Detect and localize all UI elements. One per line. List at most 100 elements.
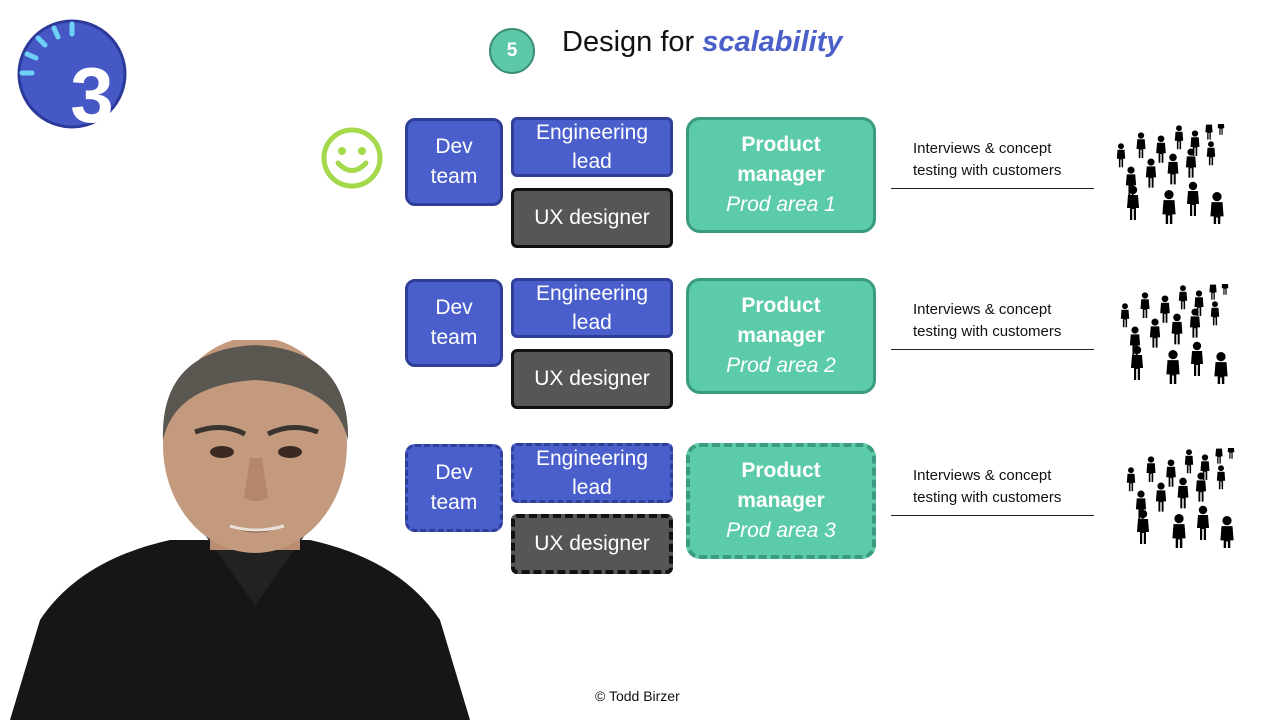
person-figure: [1214, 351, 1228, 384]
person-figure: [1136, 132, 1146, 158]
pm-label-line1: Product: [741, 459, 821, 482]
person-figure: [1217, 124, 1225, 135]
person-figure: [1215, 448, 1223, 464]
ux-label: UX designer: [534, 367, 650, 390]
person-figure: [1189, 308, 1201, 338]
caption-line1: Interviews & concept: [913, 301, 1052, 318]
pm-label-line2: manager: [737, 163, 825, 186]
presenter-video: [10, 340, 470, 720]
eng-label-line1: Engineering: [535, 282, 649, 305]
pm-area-label: Prod area 2: [726, 354, 836, 377]
person-figure: [1197, 505, 1209, 540]
dev-label-line1: Dev: [435, 461, 473, 484]
step-number-badge: 5: [489, 28, 535, 74]
person-figure: [1177, 477, 1189, 509]
person-figure: [1174, 125, 1184, 150]
connector-line-3: [891, 515, 1094, 516]
eng-label-line2: lead: [572, 311, 612, 334]
copyright-notice: © Todd Birzer: [595, 688, 680, 704]
person-figure: [1166, 459, 1176, 487]
person-figure: [1184, 449, 1194, 474]
person-figure: [1178, 285, 1188, 310]
person-figure: [1191, 341, 1203, 376]
person-figure: [1166, 349, 1180, 384]
logo-numeral: 3: [70, 51, 113, 130]
person-figure: [1195, 472, 1207, 502]
dev-team-box-2: Dev team: [405, 279, 503, 367]
person-figure: [1140, 292, 1150, 318]
person-figure: [1131, 345, 1143, 380]
product-manager-box-1: Product manager Prod area 1: [686, 117, 876, 233]
ux-designer-box-3: UX designer: [511, 514, 673, 574]
dev-label-line2: team: [430, 326, 478, 349]
person-figure: [1127, 185, 1139, 220]
person-figure: [1210, 301, 1220, 326]
pm-label-line2: manager: [737, 489, 825, 512]
ux-label: UX designer: [534, 206, 650, 229]
person-figure: [1209, 284, 1217, 300]
person-figure: [1210, 191, 1224, 224]
engineering-lead-box-1: Engineering lead: [511, 117, 673, 177]
product-manager-box-2: Product manager Prod area 2: [686, 278, 876, 394]
numbered-timer-icon: 3: [17, 19, 127, 130]
engineering-lead-box-3: Engineering lead: [511, 443, 673, 503]
person-figure: [1120, 303, 1130, 328]
crowd-icon: [1116, 124, 1225, 224]
crowd-icon: [1120, 284, 1229, 384]
title-emphasis: scalability: [702, 26, 843, 58]
person-figure: [1160, 295, 1170, 323]
caption-line1: Interviews & concept: [913, 140, 1052, 157]
product-manager-box-3: Product manager Prod area 3: [686, 443, 876, 559]
dev-label-line2: team: [430, 165, 478, 188]
dev-team-box-3: Dev team: [405, 444, 503, 532]
pm-area-label: Prod area 3: [726, 519, 836, 542]
engineering-lead-box-2: Engineering lead: [511, 278, 673, 338]
pm-label-line1: Product: [741, 294, 821, 317]
ux-designer-box-2: UX designer: [511, 349, 673, 409]
person-figure: [1185, 148, 1197, 178]
person-figure: [1220, 515, 1234, 548]
ux-label: UX designer: [534, 532, 650, 555]
smiley-icon: [321, 127, 383, 189]
caption-line2: testing with customers: [913, 489, 1062, 506]
ux-designer-box-1: UX designer: [511, 188, 673, 248]
person-figure: [1227, 448, 1235, 459]
research-caption-1: Interviews & concept testing with custom…: [913, 138, 1061, 182]
person-figure: [1137, 509, 1149, 544]
connector-line-2: [891, 349, 1094, 350]
person-figure: [1205, 124, 1213, 140]
person-figure: [1116, 143, 1126, 168]
person-figure: [1206, 141, 1216, 166]
caption-line2: testing with customers: [913, 323, 1062, 340]
person-figure: [1187, 181, 1199, 216]
dev-team-box-1: Dev team: [405, 118, 503, 206]
research-caption-3: Interviews & concept testing with custom…: [913, 465, 1061, 509]
connector-line-1: [891, 188, 1094, 189]
person-figure: [1167, 153, 1179, 185]
pm-label-line1: Product: [741, 133, 821, 156]
person-figure: [1155, 482, 1167, 512]
caption-line2: testing with customers: [913, 162, 1062, 179]
research-caption-2: Interviews & concept testing with custom…: [913, 299, 1061, 343]
person-figure: [1221, 284, 1229, 295]
person-figure: [1172, 513, 1186, 548]
eng-label-line2: lead: [572, 150, 612, 173]
person-figure: [1216, 465, 1226, 490]
dev-label-line1: Dev: [435, 296, 473, 319]
pm-label-line2: manager: [737, 324, 825, 347]
dev-label-line2: team: [430, 491, 478, 514]
person-figure: [1126, 467, 1136, 492]
dev-label-line1: Dev: [435, 135, 473, 158]
person-figure: [1156, 135, 1166, 163]
person-figure: [1162, 189, 1176, 224]
title-plain: Design for: [562, 26, 703, 58]
caption-line1: Interviews & concept: [913, 467, 1052, 484]
person-figure: [1145, 158, 1157, 188]
eng-label-line1: Engineering: [535, 447, 649, 470]
crowd-icon: [1126, 448, 1235, 548]
person-figure: [1149, 318, 1161, 348]
person-figure: [1171, 313, 1183, 345]
person-figure: [1146, 456, 1156, 482]
slide-title: Design for scalability: [562, 26, 842, 59]
pm-area-label: Prod area 1: [726, 193, 836, 216]
